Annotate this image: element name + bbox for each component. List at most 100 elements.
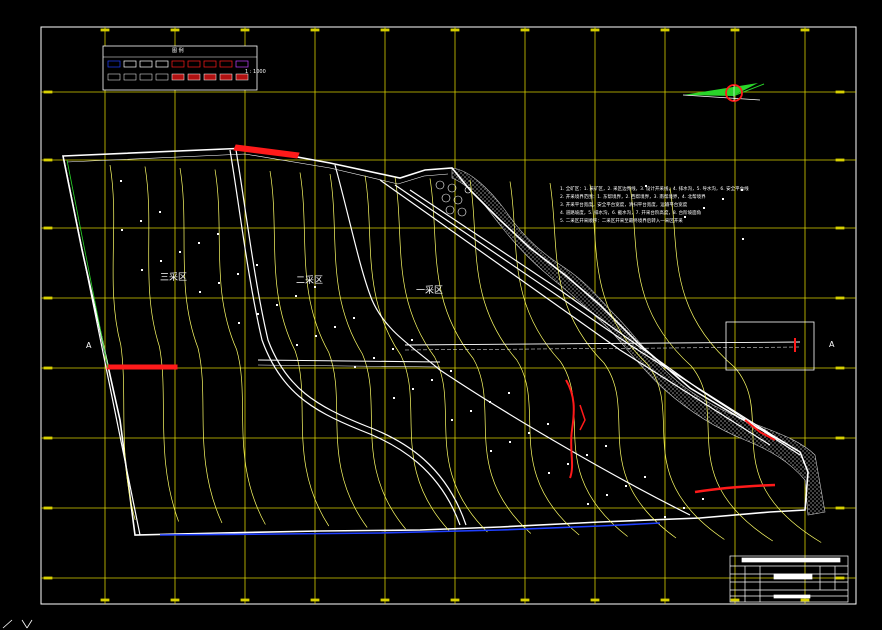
survey-point [140, 220, 142, 222]
survey-point [354, 366, 356, 368]
survey-point [509, 441, 511, 443]
survey-point [411, 339, 413, 341]
legend-swatch [155, 60, 169, 68]
contour-line [299, 172, 368, 528]
grid-tick [43, 436, 53, 440]
survey-point [334, 326, 336, 328]
contour-line [669, 187, 822, 543]
contour-line [394, 176, 488, 533]
tunnel-circles [435, 180, 472, 217]
contour-line [179, 167, 223, 524]
survey-point [179, 251, 181, 253]
legend-swatch [203, 73, 217, 81]
grid-tick [43, 366, 53, 370]
survey-point [199, 291, 201, 293]
zone-2-label: 二采区 [296, 276, 324, 286]
grid-tick [170, 598, 180, 602]
legend-swatch [123, 60, 137, 68]
survey-point [742, 238, 744, 240]
survey-point [451, 419, 453, 421]
survey-point [121, 229, 123, 231]
survey-point [276, 304, 278, 306]
survey-point [450, 370, 452, 372]
survey-point [605, 445, 607, 447]
survey-point [586, 454, 588, 456]
grid-tick [100, 28, 110, 32]
zone-3-label: 三采区 [160, 273, 188, 283]
survey-point [703, 207, 705, 209]
grid-tick [43, 576, 53, 580]
survey-point [470, 410, 472, 412]
legend-swatch [139, 73, 153, 81]
grid-tick [520, 28, 530, 32]
grid-tick [170, 28, 180, 32]
survey-point [237, 273, 239, 275]
survey-point [625, 485, 627, 487]
survey-point [664, 516, 666, 518]
contour-line [509, 181, 628, 537]
notes-line-4: 4. 道路坡度，5. 排水沟，6. 截水沟，7. 开采台阶高度，8. 台阶坡面角 [560, 211, 702, 216]
grid-tick [240, 598, 250, 602]
grid-tick [660, 28, 670, 32]
survey-point [256, 264, 258, 266]
survey-point [353, 317, 355, 319]
legend-swatch [219, 73, 233, 81]
contour-line [109, 164, 136, 521]
grid-tick [43, 90, 53, 94]
coordinate-grid [41, 27, 856, 604]
grid-tick [380, 598, 390, 602]
survey-point [159, 211, 161, 213]
survey-point [296, 344, 298, 346]
survey-point [141, 269, 143, 271]
survey-point [431, 379, 433, 381]
grid-tick [730, 28, 740, 32]
title-block [729, 555, 849, 603]
grid-tick [43, 226, 53, 230]
grid-tick [835, 366, 845, 370]
survey-point [314, 286, 316, 288]
legend-scale: 1 : 1000 [245, 69, 266, 75]
contour-line [364, 175, 450, 531]
survey-point [120, 180, 122, 182]
grid-tick [520, 598, 530, 602]
grid-tick [310, 598, 320, 602]
contour-line [549, 182, 677, 539]
legend-swatch [171, 60, 185, 68]
legend-swatch [235, 73, 249, 81]
contour-line [589, 184, 725, 540]
legend-swatch [219, 60, 233, 68]
grid-tick [590, 28, 600, 32]
grid-tick [835, 158, 845, 162]
survey-point [198, 242, 200, 244]
legend-swatch [139, 60, 153, 68]
drawing-frame [40, 26, 857, 605]
zone-1-label: 一采区 [416, 286, 444, 296]
survey-point [393, 397, 395, 399]
grid-tick [800, 598, 810, 602]
grid-tick [380, 28, 390, 32]
legend-swatch [187, 73, 201, 81]
grid-tick [450, 28, 460, 32]
survey-point [160, 260, 162, 262]
survey-points [120, 180, 744, 518]
legend-swatch [123, 73, 137, 81]
survey-point [315, 335, 317, 337]
grid-tick [590, 598, 600, 602]
legend-swatch [107, 60, 121, 68]
legend-swatch [203, 60, 217, 68]
grid-tick [835, 576, 845, 580]
survey-point [548, 472, 550, 474]
mine-boundary [62, 147, 809, 536]
survey-point [741, 189, 743, 191]
survey-point [490, 450, 492, 452]
contour-line [469, 179, 580, 536]
legend-swatch [187, 60, 201, 68]
grid-tick [835, 506, 845, 510]
section-line-a-a [257, 321, 815, 371]
survey-point [218, 282, 220, 284]
survey-point [644, 476, 646, 478]
contour-line [144, 166, 179, 522]
legend-swatch [235, 60, 249, 68]
survey-point [508, 392, 510, 394]
survey-point [587, 503, 589, 505]
